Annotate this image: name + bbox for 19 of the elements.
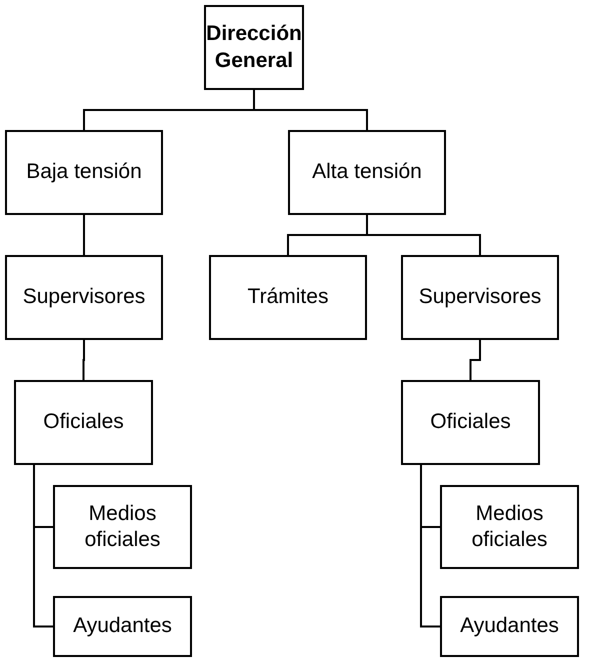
org-box: Medios oficiales [53,485,192,569]
org-box: Oficiales [14,380,153,465]
org-box: Medios oficiales [440,485,579,569]
org-box: Alta tensión [288,130,446,215]
org-box: Supervisores [401,255,559,340]
org-box: Ayudantes [53,596,192,657]
org-box: Trámites [209,255,367,340]
connector-line [83,215,85,255]
connector-line [470,340,481,380]
org-box: Oficiales [401,380,540,465]
connector-line [420,465,440,628]
org-box: Supervisores [5,255,163,340]
connector-line [82,340,85,380]
org-box: Ayudantes [440,596,579,657]
org-box: Dirección General [204,5,304,90]
org-box: Baja tensión [5,130,163,215]
connector-line [33,465,53,628]
connector-line [366,215,481,255]
connector-line [253,90,368,130]
